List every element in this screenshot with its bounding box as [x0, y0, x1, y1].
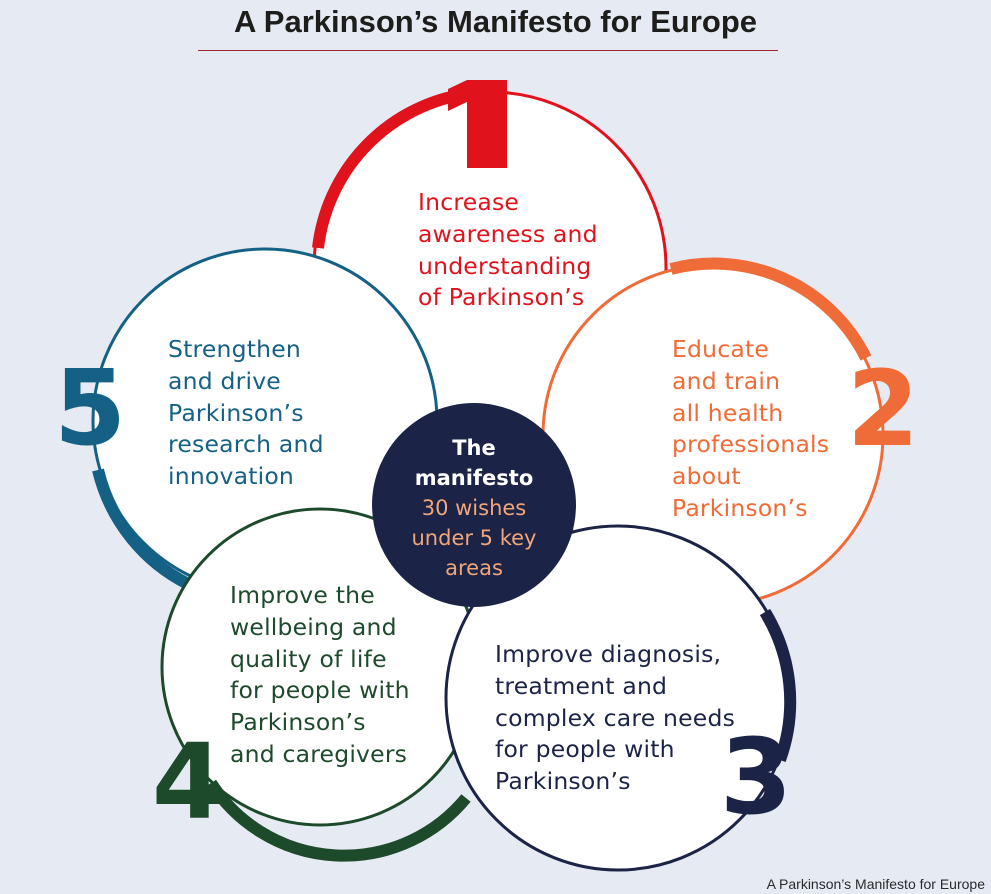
title-underline — [198, 50, 778, 51]
area-2-line: professionals — [672, 430, 830, 459]
area-3-number: 3 — [720, 716, 792, 838]
center-circle — [372, 403, 576, 607]
area-4-line: Improve the — [230, 581, 375, 609]
area-2-text: Educate and train all health professiona… — [672, 334, 829, 525]
area-2-arc — [669, 257, 872, 361]
area-5-line: and drive — [168, 366, 281, 395]
area-5-line: Strengthen — [168, 335, 302, 363]
center-heading-line: manifesto — [414, 466, 534, 490]
area-4-number: 4 — [152, 721, 224, 843]
area-4-line: for people with — [230, 676, 410, 705]
area-1-line: Increase — [418, 188, 520, 216]
area-3-line: complex care needs — [495, 703, 736, 732]
center-subtext-line: areas — [445, 556, 503, 580]
area-4-line: Parkinson’s — [230, 708, 366, 737]
area-2-line: about — [672, 462, 741, 491]
area-3-line: for people with — [495, 735, 675, 764]
area-3-text: Improve diagnosis, treatment and complex… — [495, 639, 735, 798]
area-5-line: Parkinson’s — [168, 398, 304, 427]
area-2-line: all health — [672, 398, 784, 427]
area-1-text: Increase awareness and understanding of … — [418, 187, 598, 314]
area-3-line: Parkinson’s — [495, 767, 631, 796]
area-5-line: research and — [168, 430, 324, 459]
area-5-arc — [92, 468, 191, 590]
area-3-line: Improve diagnosis, — [495, 640, 722, 668]
area-1-line: of Parkinson’s — [418, 283, 585, 312]
area-5-line: innovation — [168, 462, 295, 491]
area-1-number — [467, 80, 507, 168]
area-4-line: wellbeing and — [230, 612, 397, 641]
center-subtext-line: under 5 key — [411, 526, 537, 550]
center-subtext-line: 30 wishes — [421, 496, 527, 520]
area-1-number-flag — [448, 80, 467, 111]
area-4-line: and caregivers — [230, 739, 408, 768]
area-4-arc — [205, 779, 471, 862]
center-text: The manifesto 30 wishes under 5 key area… — [372, 433, 576, 583]
area-2-line: and train — [672, 366, 781, 395]
area-1-line: awareness and — [418, 219, 598, 248]
area-5-number: 5 — [54, 347, 126, 469]
area-1-line: understanding — [418, 251, 592, 280]
area-4-line: quality of life — [230, 644, 387, 673]
area-2-number: 2 — [847, 348, 919, 470]
area-4-text: Improve the wellbeing and quality of lif… — [230, 580, 410, 771]
area-3-arc — [759, 608, 797, 763]
area-2-line: Parkinson’s — [672, 493, 808, 522]
area-5-text: Strengthen and drive Parkinson’s researc… — [168, 334, 324, 493]
page-title: A Parkinson’s Manifesto for Europe — [233, 4, 758, 39]
center-heading-line: The — [452, 436, 496, 460]
source-caption: A Parkinson’s Manifesto for Europe — [766, 876, 985, 892]
area-3-line: treatment and — [495, 671, 668, 700]
area-2-line: Educate — [672, 335, 770, 363]
area-1-arc — [312, 89, 462, 249]
